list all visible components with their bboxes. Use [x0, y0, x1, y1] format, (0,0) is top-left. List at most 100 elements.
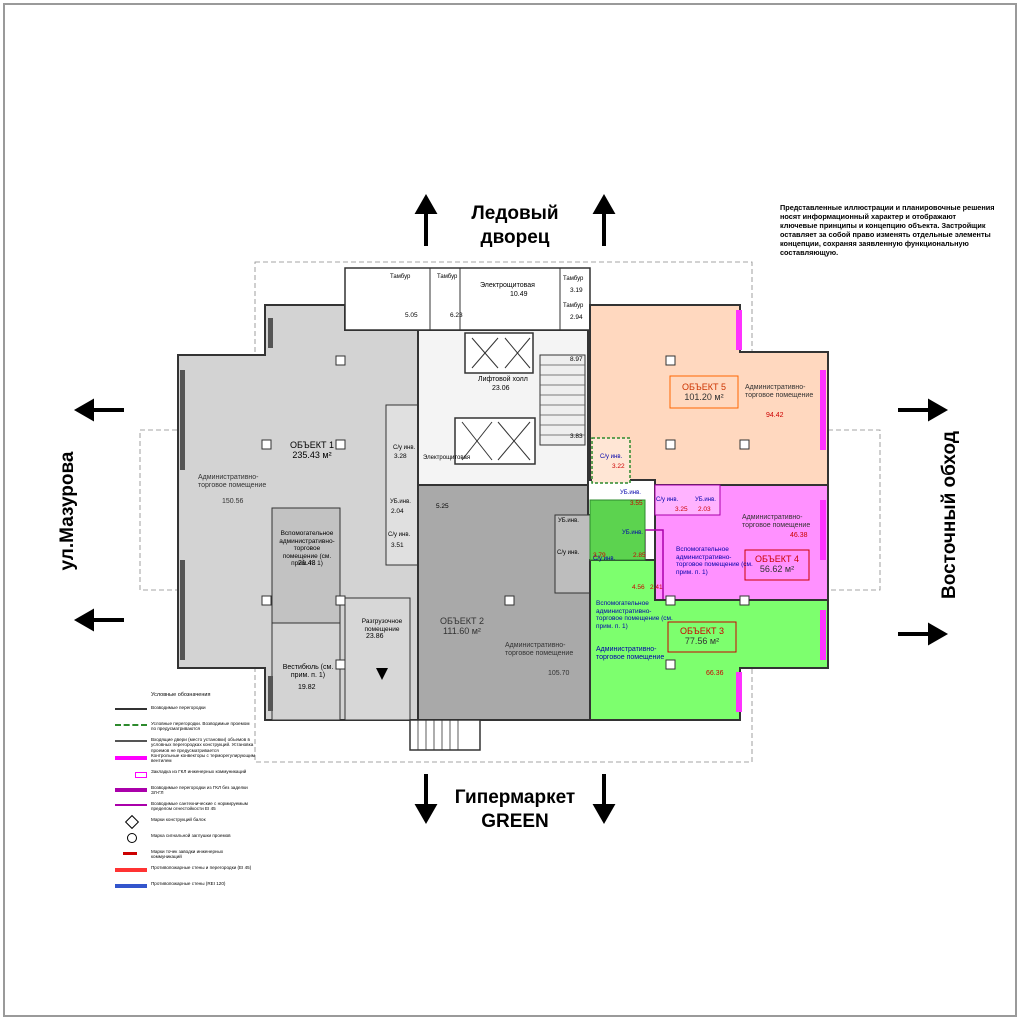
object-5-room-area: 94.42	[766, 412, 784, 419]
area-tag: 2.04	[391, 508, 404, 515]
direction-north-line2: дворец	[480, 227, 550, 248]
arrow-west-bottom-icon	[73, 608, 124, 632]
area-tag: 8.97	[570, 356, 583, 363]
obj2-cu-label: С/у инв.	[557, 550, 580, 556]
legend-item: Марка сигнальной заглушки проемов	[115, 832, 255, 849]
legend-title: Условные обозначения	[151, 692, 211, 698]
area-tag: 3.19	[570, 287, 583, 294]
object-4-title: ОБЪЕКТ 4	[755, 554, 799, 564]
arrow-west-top-icon	[73, 398, 124, 422]
legend-item: Входящие двери (место установки) объемов…	[115, 737, 255, 753]
direction-south-label: Гипермаркет GREEN	[445, 786, 585, 834]
unloading-arrow-icon	[376, 668, 388, 680]
legend-item: Возводимые сантехнические с нормируемым …	[115, 801, 255, 817]
aux-room-1	[271, 507, 341, 624]
legend-item: Условные перегородки. Возводимые проемом…	[115, 721, 255, 737]
arrow-north-left-icon	[414, 193, 438, 246]
wall-columns	[180, 318, 273, 711]
area-tag: 6.23	[450, 312, 463, 319]
lift-hall-label: Лифтовой холл	[478, 376, 528, 383]
vestibule-label: Вестибюль (см. прим. п. 1)	[282, 664, 334, 679]
aux-room-1-area: 21.43	[298, 560, 316, 567]
object-3-label[interactable]: ОБЪЕКТ 3 77.56 м²	[669, 626, 735, 646]
object-3-room-name: Административно-торговое помещение	[596, 646, 665, 661]
object-1-area-value: 235.43 м²	[292, 450, 332, 460]
legend-item: Закладка из ГКЛ инженерных коммуникаций	[115, 769, 255, 785]
tambur-label-2: Тамбур	[437, 274, 458, 280]
obj1-cu-label-2: С/у инв.	[388, 532, 411, 538]
object-5-label[interactable]: ОБЪЕКТ 5 101.20 м²	[671, 382, 737, 402]
object-1-room-area: 150.56	[222, 498, 244, 505]
direction-arrows	[73, 193, 949, 825]
area-tag: 3.28	[394, 453, 407, 460]
area-tag: 3.22	[612, 463, 625, 470]
obj5-sanitary	[591, 437, 631, 484]
vestibule-area: 19.82	[298, 684, 316, 691]
object-3-area[interactable]	[589, 559, 829, 721]
lift-hall-area: 23.06	[492, 385, 510, 392]
elec-room-label: Электрощитовая	[480, 282, 535, 289]
unloading-room-area: 23.86	[366, 633, 384, 640]
legend-item: Возводимые перегородки	[115, 705, 255, 721]
convector-marks	[736, 310, 826, 712]
obj3-cu-label: С/у инв.	[593, 556, 616, 562]
area-tag: 4.56	[632, 584, 645, 591]
elec-room2-label: Электрощитовая	[423, 455, 471, 461]
obj3-ui-label: УБ.инв.	[622, 530, 643, 536]
aux-room-3-label: Вспомогательное административно-торговое…	[596, 600, 673, 630]
area-tag: 2.94	[570, 314, 583, 321]
object-3-area-value: 77.56 м²	[684, 636, 720, 646]
obj2-ui-label: УБ.инв.	[558, 518, 579, 524]
elec-room-area: 10.49	[510, 291, 528, 298]
object-3-title-box	[667, 621, 737, 653]
object-4-area-value: 56.62 м²	[759, 564, 795, 574]
object-3-title: ОБЪЕКТ 3	[680, 626, 724, 636]
frame-border	[3, 3, 1017, 1017]
legend-item: Противопожарные стены и перегородки (EI …	[115, 865, 255, 881]
object-5-room-name: Административно-торговое помещение	[745, 384, 814, 399]
legend-item: Марки точек заводки инженерных коммуника…	[115, 849, 255, 865]
lift-shaft-top	[464, 332, 534, 374]
area-tag: 5.05	[405, 312, 418, 319]
arrow-east-bottom-icon	[898, 622, 949, 646]
object-5-title: ОБЪЕКТ 5	[682, 382, 726, 392]
legend-item: Контрольные конвекторы с терморегулирующ…	[115, 753, 255, 769]
area-tag: 3.79	[593, 552, 606, 559]
legend-item: Возводимые перегородки из ГКЛ без заделк…	[115, 785, 255, 801]
vestibule-room	[271, 622, 341, 721]
object-2-title: ОБЪЕКТ 2	[440, 616, 484, 626]
area-tag: 3.25	[675, 506, 688, 513]
legend: Условные обозначения Возводимые перегоро…	[115, 692, 255, 897]
area-tag: 2.85	[633, 552, 646, 559]
object-4-room-name: Административно-торговое помещение	[742, 514, 811, 529]
object-4-title-box	[744, 549, 810, 581]
tambur-label-1: Тамбур	[390, 274, 411, 280]
obj4-ui-label: УБ.инв.	[695, 497, 716, 503]
object-5-title-box	[669, 375, 739, 409]
object-1-label[interactable]: ОБЪЕКТ 1 235.43 м²	[280, 440, 344, 460]
area-tag: 2.03	[698, 506, 711, 513]
object-1-title: ОБЪЕКТ 1	[290, 440, 334, 450]
area-tag: 3.55	[630, 500, 643, 507]
tambur-label-4: Тамбур	[563, 303, 584, 309]
obj5-ui-label: УБ.инв.	[620, 490, 641, 496]
object-1-room-name: Административно-торговое помещение	[198, 474, 267, 489]
tambur-label-3: Тамбур	[563, 276, 584, 282]
object-2-room-area: 105.70	[548, 670, 570, 677]
top-service-rooms	[344, 267, 591, 331]
obj1-ui-label: УБ.инв.	[390, 499, 411, 505]
object-2-room-name: Административно-торговое помещение	[505, 642, 574, 657]
arrow-south-left-icon	[414, 774, 438, 825]
arrow-south-right-icon	[592, 774, 616, 825]
obj5-cu-label: С/у инв.	[600, 454, 623, 460]
unloading-room-label: Разгрузочное помещение	[361, 618, 403, 633]
arrow-north-right-icon	[592, 193, 616, 246]
disclaimer-note: Представленные иллюстрации и планировочн…	[780, 203, 995, 257]
object-5-area-value: 101.20 м²	[684, 392, 724, 402]
object-4-label[interactable]: ОБЪЕКТ 4 56.62 м²	[746, 554, 808, 574]
direction-south-line2: GREEN	[481, 811, 549, 832]
lift-shaft-bottom	[454, 417, 536, 465]
object-2-label[interactable]: ОБЪЕКТ 2 111.60 м²	[430, 616, 494, 636]
south-entrance-stair	[409, 719, 481, 751]
object-2-area-value: 111.60 м²	[443, 626, 481, 636]
